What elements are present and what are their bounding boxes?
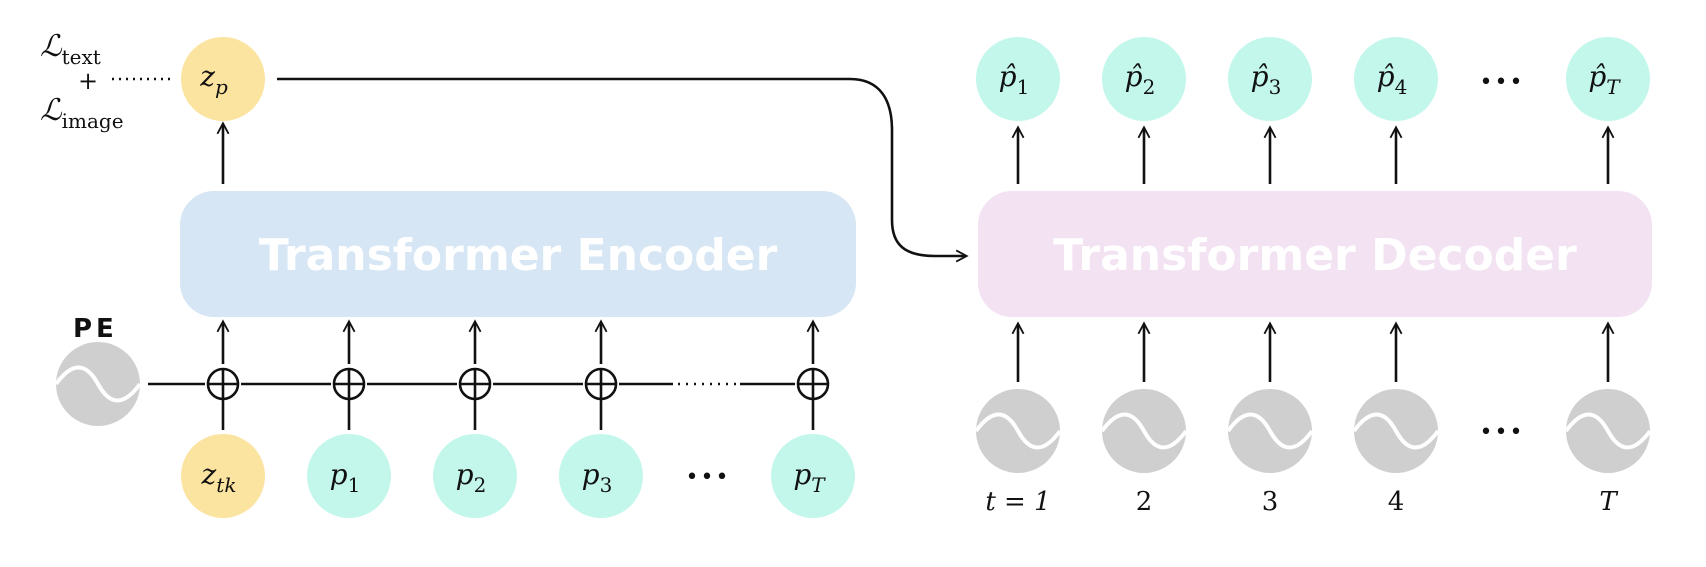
svg-text:ℒtext: ℒtext	[40, 29, 101, 69]
input-token-circle	[181, 434, 265, 518]
encoder-section: Transformer Encoder ℒtext + ℒimage zp PE	[40, 29, 856, 518]
timestep-label: 2	[1136, 487, 1153, 517]
encoder-input-ellipsis: •••	[686, 465, 731, 490]
wave-icon	[1352, 412, 1440, 450]
output-token-circle	[1354, 37, 1438, 121]
output-token-circle	[976, 37, 1060, 121]
input-token-circle	[771, 434, 855, 518]
transformer-encoder-block	[180, 191, 856, 317]
loss-label: ℒtext + ℒimage	[40, 29, 172, 133]
output-token-label: p̂1	[999, 60, 1030, 99]
transformer-decoder-block	[978, 191, 1652, 317]
input-token-label: p2	[456, 458, 487, 497]
encoder-column: p2	[433, 319, 517, 518]
output-token-circle	[1566, 37, 1650, 121]
input-token-label: ztk	[201, 458, 237, 497]
output-token-label: p̂2	[1125, 60, 1156, 99]
input-token-label: pT	[793, 458, 826, 497]
encoder-column: p1	[307, 319, 391, 518]
decoder-output-ellipsis: •••	[1480, 70, 1525, 95]
output-token-label: p̂3	[1251, 60, 1282, 99]
encoder-input-columns: ztk p1 p2 p3 pT	[181, 319, 855, 518]
timestep-label: t = 1	[985, 487, 1050, 517]
wave-icon	[974, 412, 1062, 450]
decoder-column: p̂3 3	[1226, 37, 1314, 517]
wave-icon	[1100, 412, 1188, 450]
decoder-column: p̂T T	[1564, 37, 1652, 517]
latent-node-zp: zp	[181, 37, 265, 121]
wave-icon	[1226, 412, 1314, 450]
output-token-label: p̂T	[1588, 60, 1621, 99]
decoder-section: Transformer Decoder p̂1 t = 1 p̂2 2 p̂3 3 p̂4 4…	[974, 37, 1652, 517]
wave-icon	[1564, 412, 1652, 450]
encoder-column: ztk	[181, 319, 265, 518]
decoder-column: p̂2 2	[1100, 37, 1188, 517]
encoder-column: pT	[771, 319, 855, 518]
input-token-label: p3	[582, 458, 613, 497]
positional-encoding-node: PE	[54, 314, 142, 426]
input-token-circle	[559, 434, 643, 518]
svg-text:+: +	[78, 67, 98, 95]
input-token-circle	[307, 434, 391, 518]
svg-text:zp: zp	[199, 60, 228, 99]
output-token-circle	[1228, 37, 1312, 121]
timestep-label: 3	[1262, 487, 1279, 517]
decoder-input-ellipsis: •••	[1480, 420, 1525, 445]
transformer-decoder-label: Transformer Decoder	[1053, 230, 1577, 281]
timestep-label: 4	[1388, 487, 1405, 517]
timestep-label: T	[1599, 487, 1618, 517]
svg-text:ℒimage: ℒimage	[40, 93, 124, 133]
svg-text:PE: PE	[73, 314, 118, 344]
decoder-column: p̂4 4	[1352, 37, 1440, 517]
input-token-circle	[433, 434, 517, 518]
latent-to-decoder-connector	[277, 77, 969, 263]
output-token-circle	[1102, 37, 1186, 121]
input-token-label: p1	[330, 458, 361, 497]
decoder-columns: p̂1 t = 1 p̂2 2 p̂3 3 p̂4 4 p̂T T	[974, 37, 1652, 517]
decoder-column: p̂1 t = 1	[974, 37, 1062, 517]
transformer-encoder-label: Transformer Encoder	[259, 230, 778, 281]
encoder-column: p3	[559, 319, 643, 518]
output-token-label: p̂4	[1377, 60, 1408, 99]
